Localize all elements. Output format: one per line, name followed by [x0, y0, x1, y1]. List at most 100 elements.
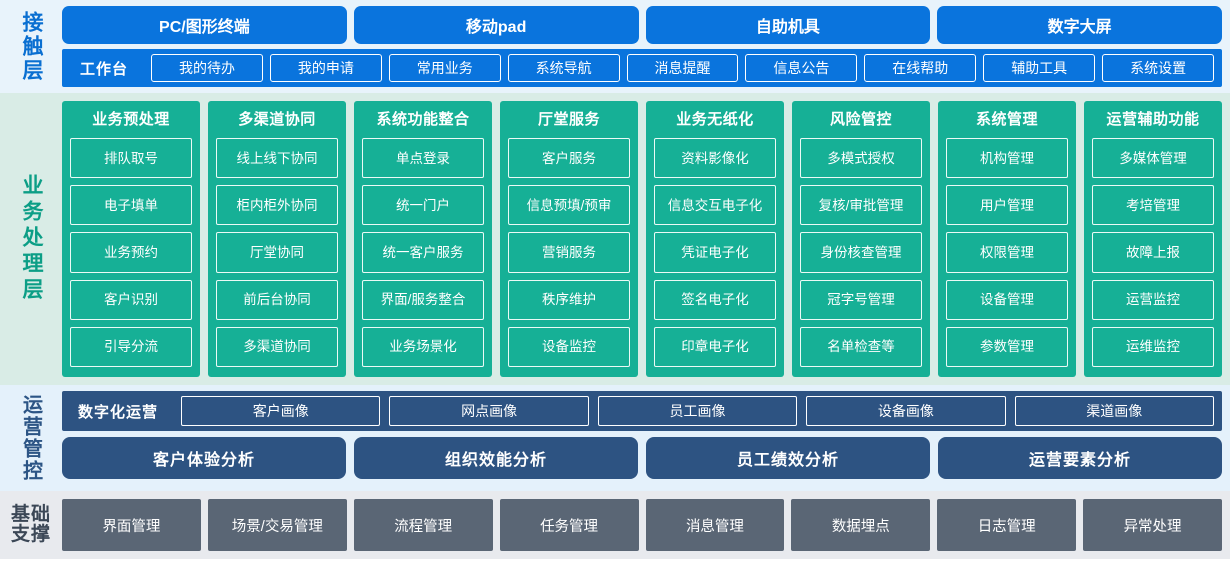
business-column-title: 系统功能整合 — [376, 111, 470, 128]
business-item[interactable]: 参数管理 — [946, 326, 1068, 368]
business-item[interactable]: 业务场景化 — [362, 326, 484, 368]
terminal-chip-kiosk[interactable]: 自助机具 — [645, 6, 931, 44]
business-item[interactable]: 信息预填/预审 — [508, 185, 630, 226]
workbench-item-system-nav[interactable]: 系统导航 — [507, 54, 620, 82]
layer-foundation: 基础 支撑 界面管理 场景/交易管理 流程管理 任务管理 消息管理 数据埋点 日… — [0, 491, 1230, 559]
business-item[interactable]: 柜内柜外协同 — [216, 185, 338, 226]
business-item[interactable]: 凭证电子化 — [654, 232, 776, 273]
business-item[interactable]: 营销服务 — [508, 232, 630, 273]
business-column-risk-control: 风险管控 多模式授权 复核/审批管理 身份核查管理 冠字号管理 名单检查等 — [792, 101, 930, 377]
business-item[interactable]: 线上线下协同 — [216, 138, 338, 179]
layer-business-label: 业务处理层 — [20, 174, 43, 304]
business-item[interactable]: 故障上报 — [1092, 232, 1214, 273]
foundation-chip-task-management[interactable]: 任务管理 — [499, 499, 639, 551]
business-item[interactable]: 冠字号管理 — [800, 279, 922, 320]
business-item[interactable]: 业务预约 — [70, 232, 192, 273]
business-item[interactable]: 界面/服务整合 — [362, 279, 484, 320]
workbench-item-online-help[interactable]: 在线帮助 — [864, 54, 977, 82]
portrait-chip-device[interactable]: 设备画像 — [806, 396, 1006, 426]
business-item[interactable]: 考培管理 — [1092, 185, 1214, 226]
layer-operations-label: 运营管控 — [19, 394, 42, 482]
business-column-title: 运营辅助功能 — [1106, 111, 1200, 128]
layer-foundation-label-line1: 基础 — [10, 504, 51, 526]
digital-operations-bar: 数字化运营 客户画像 网点画像 员工画像 设备画像 渠道画像 — [62, 391, 1222, 431]
analysis-chip-employee-performance[interactable]: 员工绩效分析 — [646, 437, 930, 479]
business-item[interactable]: 单点登录 — [362, 138, 484, 179]
foundation-chip-data-tracking[interactable]: 数据埋点 — [791, 499, 931, 551]
business-column-system-integration: 系统功能整合 单点登录 统一门户 统一客户服务 界面/服务整合 业务场景化 — [354, 101, 492, 377]
layer-foundation-body: 界面管理 场景/交易管理 流程管理 任务管理 消息管理 数据埋点 日志管理 异常… — [62, 491, 1230, 559]
business-column-title: 厅堂服务 — [537, 111, 600, 128]
business-item[interactable]: 运营监控 — [1092, 279, 1214, 320]
workbench-title: 工作台 — [80, 60, 129, 78]
workbench-item-announcement[interactable]: 信息公告 — [745, 54, 858, 82]
workbench-item-message-alert[interactable]: 消息提醒 — [626, 54, 739, 82]
business-column-operation-support: 运营辅助功能 多媒体管理 考培管理 故障上报 运营监控 运维监控 — [1084, 101, 1222, 377]
business-item[interactable]: 名单检查等 — [800, 326, 922, 368]
business-item[interactable]: 资料影像化 — [654, 138, 776, 179]
analysis-row: 客户体验分析 组织效能分析 员工绩效分析 运营要素分析 — [62, 437, 1222, 479]
business-column-pre-processing: 业务预处理 排队取号 电子填单 业务预约 客户识别 引导分流 — [62, 101, 200, 377]
analysis-chip-customer-experience[interactable]: 客户体验分析 — [62, 437, 346, 479]
layer-operations: 运营管控 数字化运营 客户画像 网点画像 员工画像 设备画像 渠道画像 客户体验… — [0, 385, 1230, 491]
workbench-item-common-business[interactable]: 常用业务 — [388, 54, 501, 82]
layer-contact: 接触层 PC/图形终端 移动pad 自助机具 数字大屏 工作台 我的待办 我的申… — [0, 0, 1230, 93]
foundation-chip-message-management[interactable]: 消息管理 — [645, 499, 785, 551]
layer-business: 业务处理层 业务预处理 排队取号 电子填单 业务预约 客户识别 引导分流 多渠道… — [0, 93, 1230, 385]
workbench-bar: 工作台 我的待办 我的申请 常用业务 系统导航 消息提醒 信息公告 在线帮助 辅… — [62, 49, 1222, 87]
layer-business-body: 业务预处理 排队取号 电子填单 业务预约 客户识别 引导分流 多渠道协同 线上线… — [62, 93, 1230, 385]
business-item[interactable]: 信息交互电子化 — [654, 185, 776, 226]
portrait-chip-branch[interactable]: 网点画像 — [389, 396, 589, 426]
business-item[interactable]: 签名电子化 — [654, 279, 776, 320]
layer-foundation-label: 基础 支撑 — [0, 491, 62, 559]
business-item[interactable]: 客户服务 — [508, 138, 630, 179]
business-item[interactable]: 机构管理 — [946, 138, 1068, 179]
terminal-chip-pad[interactable]: 移动pad — [353, 6, 639, 44]
business-item[interactable]: 前后台协同 — [216, 279, 338, 320]
business-item[interactable]: 客户识别 — [70, 279, 192, 320]
analysis-chip-operation-factor[interactable]: 运营要素分析 — [938, 437, 1222, 479]
business-column-paperless: 业务无纸化 资料影像化 信息交互电子化 凭证电子化 签名电子化 印章电子化 — [646, 101, 784, 377]
business-column-title: 多渠道协同 — [238, 111, 316, 128]
foundation-chip-process-management[interactable]: 流程管理 — [353, 499, 493, 551]
portrait-chip-employee[interactable]: 员工画像 — [597, 396, 798, 426]
workbench-item-tools[interactable]: 辅助工具 — [983, 54, 1096, 82]
business-item[interactable]: 多模式授权 — [800, 138, 922, 179]
business-item[interactable]: 多媒体管理 — [1092, 138, 1214, 179]
foundation-chip-log-management[interactable]: 日志管理 — [937, 499, 1077, 551]
foundation-chip-ui-management[interactable]: 界面管理 — [62, 499, 201, 551]
terminal-chip-pc[interactable]: PC/图形终端 — [62, 6, 347, 44]
business-column-multichannel: 多渠道协同 线上线下协同 柜内柜外协同 厅堂协同 前后台协同 多渠道协同 — [208, 101, 346, 377]
business-item[interactable]: 设备管理 — [946, 279, 1068, 320]
business-item[interactable]: 引导分流 — [70, 326, 192, 368]
foundation-chip-scene-transaction[interactable]: 场景/交易管理 — [207, 499, 347, 551]
business-item[interactable]: 多渠道协同 — [216, 326, 338, 368]
digital-operations-title: 数字化运营 — [78, 403, 159, 421]
analysis-chip-org-efficiency[interactable]: 组织效能分析 — [354, 437, 638, 479]
foundation-chip-exception-handling[interactable]: 异常处理 — [1083, 499, 1222, 551]
layer-contact-body: PC/图形终端 移动pad 自助机具 数字大屏 工作台 我的待办 我的申请 常用… — [62, 0, 1230, 93]
business-item[interactable]: 身份核查管理 — [800, 232, 922, 273]
portrait-chip-customer[interactable]: 客户画像 — [181, 396, 381, 426]
business-item[interactable]: 运维监控 — [1092, 326, 1214, 368]
business-item[interactable]: 电子填单 — [70, 185, 192, 226]
business-item[interactable]: 复核/审批管理 — [800, 185, 922, 226]
business-item[interactable]: 设备监控 — [508, 326, 630, 368]
business-column-title: 业务无纸化 — [676, 111, 754, 128]
business-item[interactable]: 权限管理 — [946, 232, 1068, 273]
business-item[interactable]: 统一门户 — [362, 185, 484, 226]
terminal-row: PC/图形终端 移动pad 自助机具 数字大屏 — [62, 6, 1222, 44]
business-item[interactable]: 排队取号 — [70, 138, 192, 179]
portrait-chip-channel[interactable]: 渠道画像 — [1014, 396, 1214, 426]
workbench-item-my-application[interactable]: 我的申请 — [269, 54, 382, 82]
business-column-lobby-service: 厅堂服务 客户服务 信息预填/预审 营销服务 秩序维护 设备监控 — [500, 101, 638, 377]
business-item[interactable]: 印章电子化 — [654, 326, 776, 368]
business-item[interactable]: 用户管理 — [946, 185, 1068, 226]
terminal-chip-screen[interactable]: 数字大屏 — [937, 6, 1222, 44]
business-item[interactable]: 秩序维护 — [508, 279, 630, 320]
business-item[interactable]: 厅堂协同 — [216, 232, 338, 273]
layer-foundation-label-line2: 支撑 — [10, 524, 51, 545]
workbench-item-settings[interactable]: 系统设置 — [1102, 54, 1215, 82]
business-item[interactable]: 统一客户服务 — [362, 232, 484, 273]
workbench-item-my-todo[interactable]: 我的待办 — [151, 54, 263, 82]
